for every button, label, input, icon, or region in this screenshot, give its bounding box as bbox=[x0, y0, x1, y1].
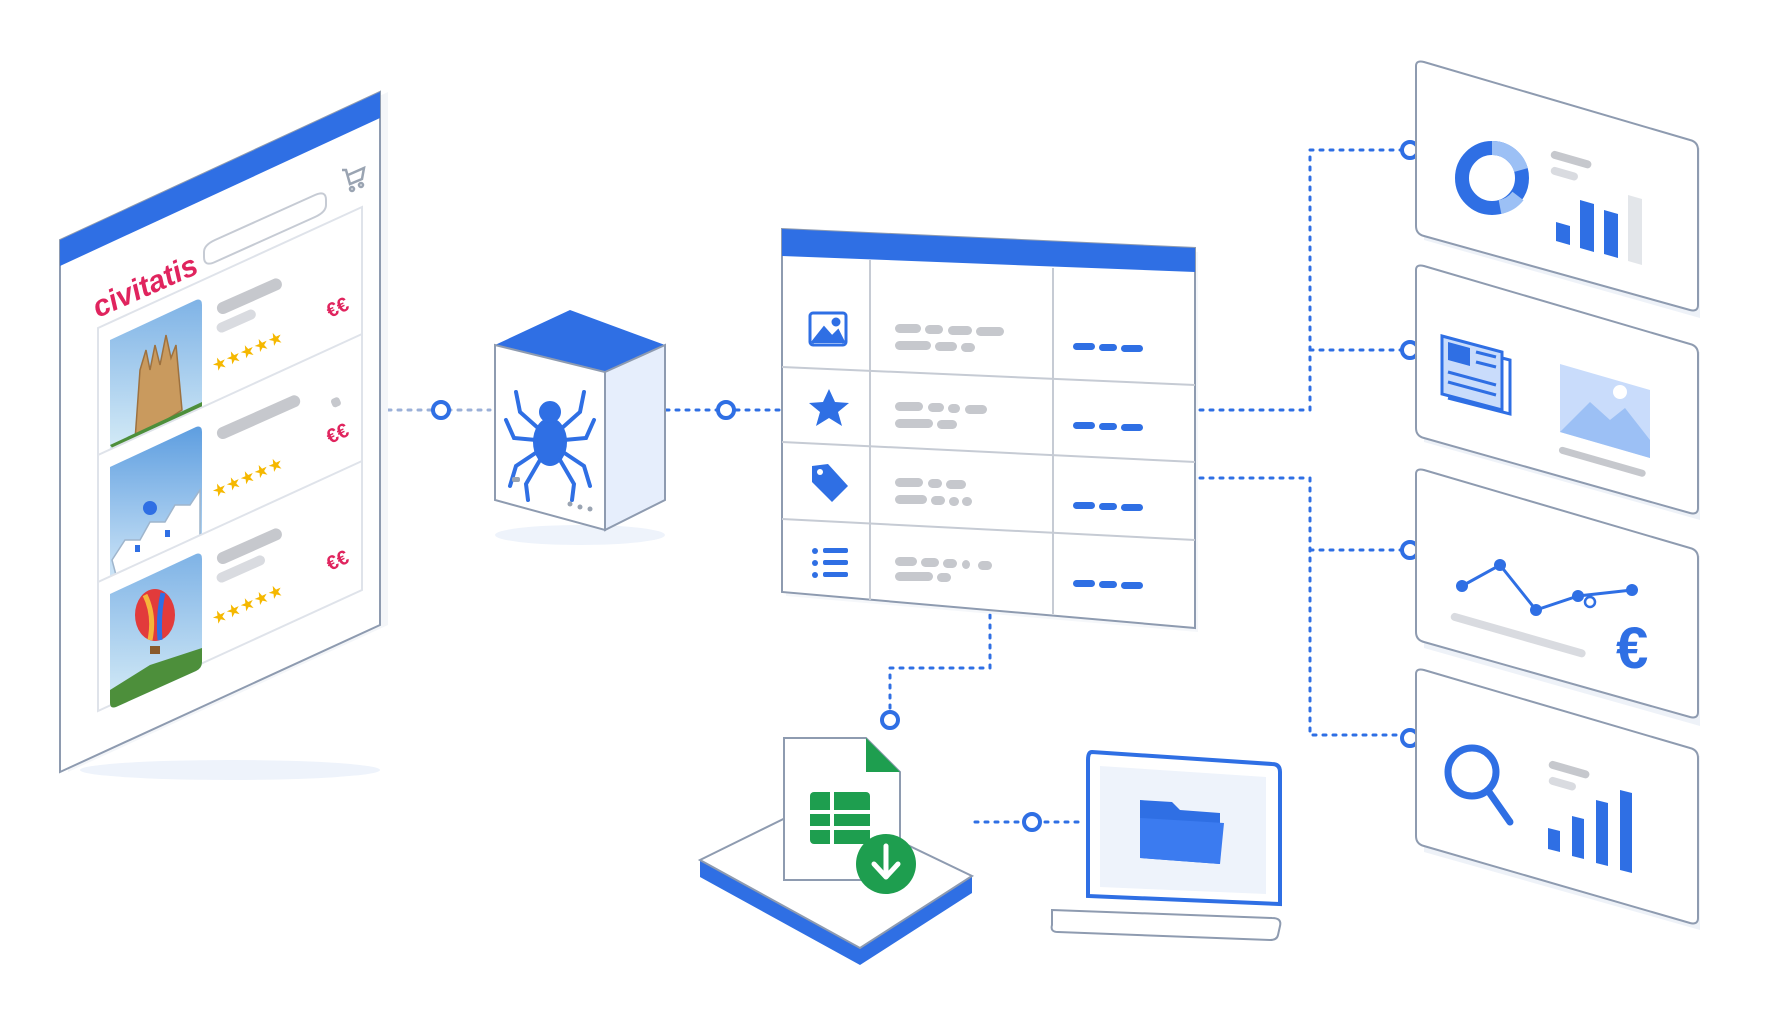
scraper-box bbox=[494, 310, 666, 545]
node-browser-scraper bbox=[431, 400, 451, 420]
tag-icon bbox=[812, 464, 848, 502]
connector-table-dashboards-bottom bbox=[1198, 476, 1410, 737]
listing-cards: ★★★★★ €€ ★★★★★ €€ bbox=[97, 205, 363, 713]
connector-table-export bbox=[888, 613, 992, 720]
dashboard-panel-2[interactable] bbox=[1415, 264, 1700, 521]
line-chart-icon bbox=[1456, 559, 1638, 616]
search-icon bbox=[1444, 744, 1514, 826]
browser-titlebar bbox=[60, 92, 380, 266]
euro-icon: € bbox=[1616, 616, 1648, 681]
folder-icon bbox=[1140, 800, 1224, 864]
scraper-box-top bbox=[495, 310, 665, 372]
dashboard-panels: € bbox=[1415, 60, 1700, 931]
laptop-base bbox=[1050, 908, 1282, 942]
window-dot-1 bbox=[91, 252, 101, 262]
window-dot-3 bbox=[125, 236, 135, 246]
star-icon bbox=[809, 389, 849, 426]
connector-nodes bbox=[431, 140, 1420, 832]
cart-icon[interactable] bbox=[342, 165, 366, 193]
bar-chart-icon bbox=[1556, 195, 1642, 265]
listing-photo-balloon bbox=[110, 553, 202, 708]
export-platform-side bbox=[700, 860, 972, 965]
laptop[interactable] bbox=[1050, 749, 1282, 942]
listing-photo-village bbox=[110, 426, 202, 581]
node-export-laptop bbox=[1022, 812, 1042, 832]
node-table-export bbox=[880, 710, 900, 730]
dashboard-panel-4[interactable] bbox=[1415, 668, 1700, 931]
dashboard-panel-3[interactable]: € bbox=[1415, 468, 1700, 727]
spreadsheet-export[interactable] bbox=[697, 737, 975, 965]
image-icon bbox=[808, 311, 848, 347]
window-dot-2 bbox=[108, 244, 118, 254]
node-scraper-table bbox=[716, 400, 736, 420]
browser-window: civitatis ★★★★★ €€ bbox=[59, 90, 388, 780]
list-icon bbox=[812, 548, 848, 578]
connector-table-dashboards-top bbox=[1198, 148, 1410, 412]
scraper-box-side bbox=[604, 343, 666, 532]
listing-card[interactable]: ★★★★★ €€ bbox=[97, 332, 363, 586]
table-header bbox=[782, 229, 1195, 272]
dashboard-panel-1[interactable] bbox=[1415, 60, 1700, 319]
listing-card[interactable]: ★★★★★ €€ bbox=[97, 459, 363, 713]
browser-search-bar bbox=[203, 192, 327, 265]
listing-title-skeleton bbox=[216, 278, 282, 315]
donut-chart-icon bbox=[1455, 140, 1529, 215]
image-placeholder-icon bbox=[1558, 364, 1650, 477]
spreadsheet-download-icon bbox=[783, 737, 916, 894]
newspaper-icon bbox=[1440, 334, 1512, 416]
bar-chart-icon bbox=[1548, 790, 1632, 873]
data-table bbox=[781, 227, 1198, 632]
